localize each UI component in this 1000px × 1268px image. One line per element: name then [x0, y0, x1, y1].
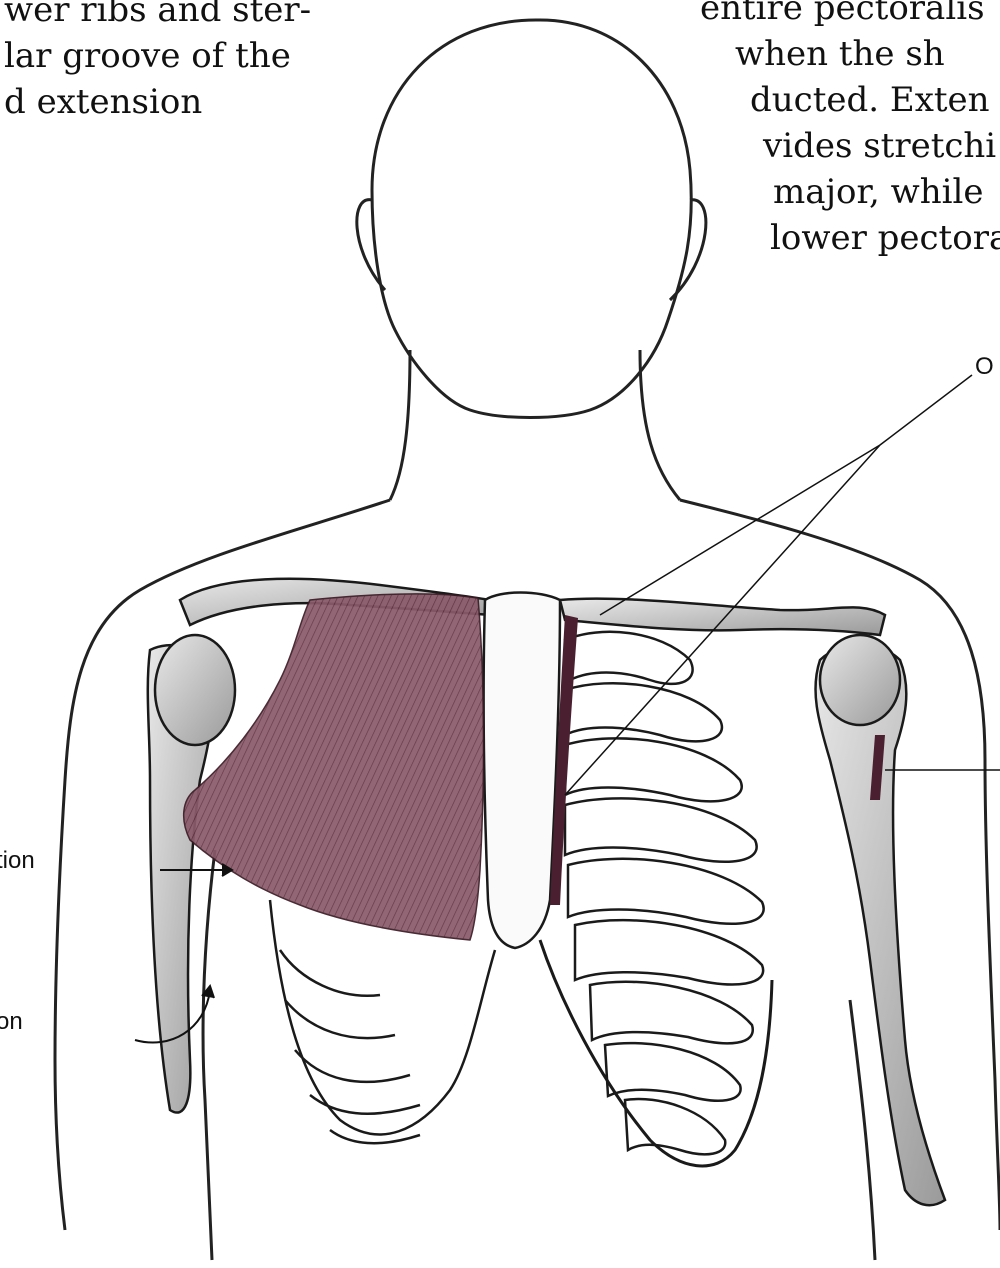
right-shoulder-joint	[820, 635, 900, 725]
label-left-lower: on	[0, 1008, 23, 1036]
pectoralis-major-muscle	[184, 594, 484, 940]
head-outline	[372, 20, 691, 418]
neck-right	[640, 350, 680, 500]
label-right-top: O	[975, 353, 994, 381]
right-clavicle	[560, 599, 885, 635]
right-humerus	[815, 645, 945, 1205]
leader-lines	[565, 375, 1000, 795]
left-arm-inner	[203, 850, 215, 1260]
right-arm-inner	[850, 1000, 875, 1260]
label-left-upper: tion	[0, 847, 35, 875]
sternum	[484, 593, 560, 949]
neck-left	[390, 350, 410, 500]
right-ribcage	[565, 632, 764, 1155]
left-shoulder-joint	[155, 635, 235, 745]
